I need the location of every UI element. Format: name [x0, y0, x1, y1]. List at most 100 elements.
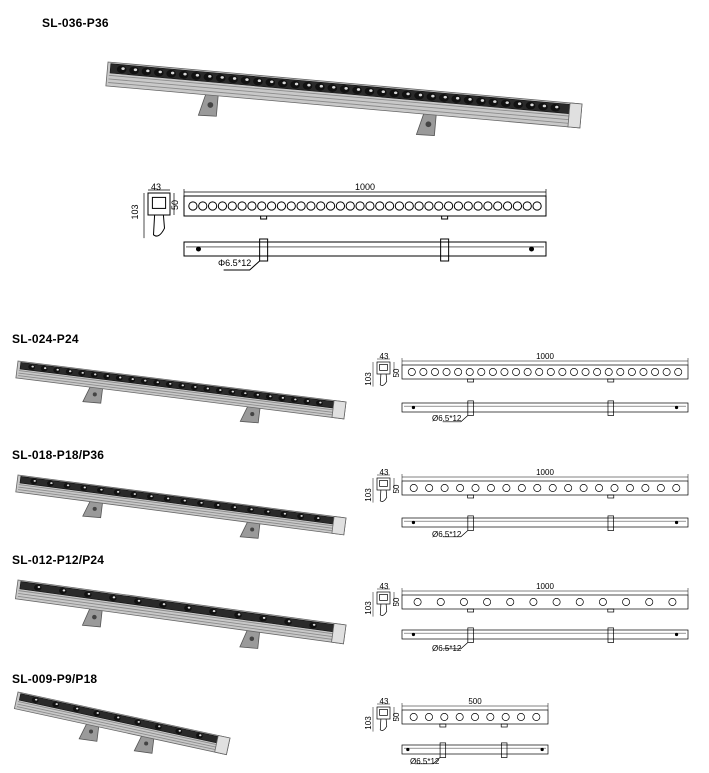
dim-width-label: 43: [380, 697, 389, 706]
front-view-led: [436, 598, 445, 606]
hole-spec-label: Ø6.5*12: [432, 414, 462, 423]
led-highlight: [307, 83, 311, 87]
front-view-led: [227, 201, 237, 211]
end-view-bracket: [379, 603, 388, 616]
led-highlight: [81, 371, 84, 374]
front-view-led: [477, 368, 486, 376]
led-highlight: [55, 703, 58, 706]
front-view-led: [535, 368, 544, 376]
led-highlight: [233, 506, 237, 509]
bottom-view-end-hole: [411, 520, 416, 525]
front-view-led: [276, 201, 287, 211]
front-view-led: [651, 368, 659, 376]
front-view-led: [668, 598, 677, 606]
dim-width-label: 43: [380, 582, 389, 591]
led-highlight: [166, 497, 170, 500]
led-highlight: [480, 99, 485, 102]
front-view-led: [394, 201, 405, 211]
led-highlight: [181, 384, 184, 387]
led-lens: [230, 504, 238, 511]
end-view-section: [376, 706, 391, 720]
led-lens: [259, 615, 267, 622]
led-lens: [109, 594, 117, 601]
front-view-bar: [401, 709, 549, 725]
led-highlight: [133, 493, 136, 495]
led-lens: [53, 367, 61, 373]
front-view-led: [488, 368, 497, 376]
led-highlight: [94, 373, 97, 376]
front-view-led: [512, 201, 523, 211]
led-highlight: [468, 98, 472, 101]
bottom-view-end-hole: [411, 632, 416, 637]
front-view-led: [486, 484, 495, 492]
led-lens: [163, 496, 171, 502]
front-view-led: [413, 598, 422, 606]
led-lens: [327, 84, 338, 92]
front-view-led: [604, 368, 613, 376]
dim-total-height-label: 103: [364, 372, 373, 386]
front-view-led: [463, 201, 473, 211]
led-lens: [284, 618, 292, 625]
led-lens: [65, 369, 73, 375]
led-lens: [315, 83, 325, 91]
front-view-led: [453, 201, 464, 211]
led-highlight: [178, 729, 181, 732]
front-view-led: [454, 368, 463, 376]
front-view-led: [459, 598, 468, 606]
led-highlight: [443, 95, 447, 99]
led-highlight: [294, 398, 297, 401]
bottom-view-bracket: [607, 400, 614, 416]
led-highlight: [119, 376, 122, 379]
led-lens: [315, 400, 323, 406]
led-lens: [197, 500, 204, 507]
housing-ridge: [18, 372, 343, 415]
led-lens: [309, 622, 317, 629]
front-view-led: [425, 713, 433, 721]
led-lens: [240, 390, 248, 397]
bottom-view-bar: [401, 402, 689, 413]
front-view-led: [365, 201, 375, 211]
led-lens: [90, 372, 98, 378]
led-highlight: [431, 94, 435, 98]
front-view-led: [471, 713, 479, 721]
front-view-led: [570, 368, 578, 376]
led-lens: [141, 67, 152, 76]
front-view-led: [325, 201, 336, 211]
front-view-led: [424, 201, 434, 211]
front-view-led: [384, 201, 395, 211]
end-view-inner: [151, 196, 167, 209]
led-lens: [215, 387, 223, 394]
led-highlight: [158, 725, 161, 728]
front-view-led: [627, 368, 636, 376]
led-highlight: [69, 370, 72, 373]
led-lens: [84, 591, 92, 598]
end-view-inner: [379, 709, 388, 716]
bottom-view-bar: [183, 241, 547, 257]
front-view-led: [548, 484, 557, 492]
led-highlight: [312, 623, 316, 626]
led-lens: [159, 601, 167, 608]
front-view-led: [409, 484, 418, 492]
front-view-led: [517, 484, 526, 492]
bottom-view-end-hole: [674, 520, 679, 525]
led-highlight: [319, 401, 322, 404]
front-view-led: [523, 368, 532, 376]
front-view-led: [575, 598, 584, 606]
bottom-view-bracket: [259, 238, 269, 262]
front-view-led: [593, 368, 602, 376]
led-highlight: [493, 100, 497, 103]
led-highlight: [37, 585, 41, 589]
dim-total-height-label: 103: [130, 204, 140, 219]
end-view-bracket: [379, 718, 388, 731]
bottom-view-bracket: [467, 627, 474, 643]
bottom-view-end-hole: [195, 246, 201, 252]
led-lens: [154, 68, 164, 77]
led-highlight: [146, 69, 150, 73]
led-lens: [195, 733, 203, 739]
model-title: SL-024-P24: [12, 332, 79, 346]
front-view-led: [517, 713, 525, 721]
dim-height-label: 50: [392, 712, 401, 721]
led-lens: [72, 706, 80, 712]
